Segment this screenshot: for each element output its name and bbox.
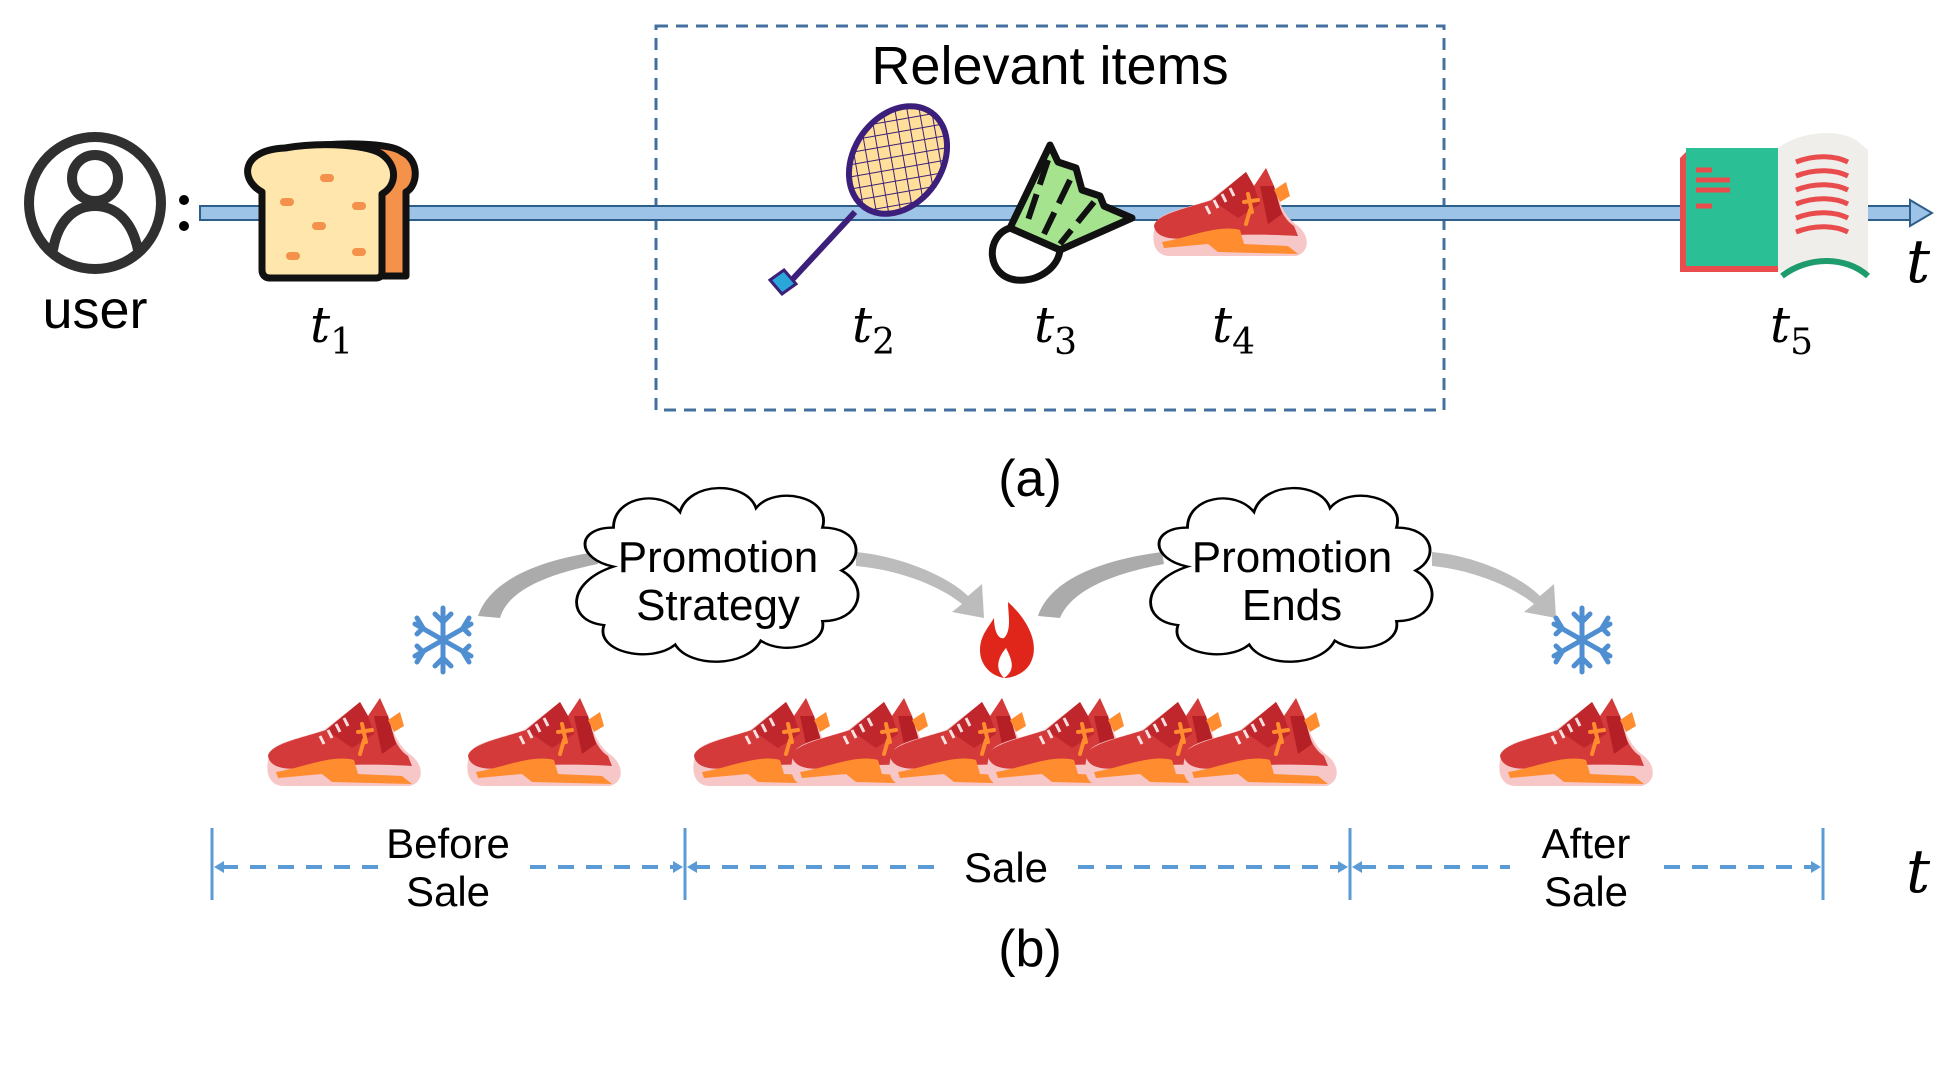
interval-axis [210, 828, 1825, 900]
arrow-cloud-right-to-cold [1432, 552, 1556, 618]
time-label-t1: t1 [310, 296, 353, 363]
cloud-right-line1: Promotion [1192, 533, 1393, 582]
shuttlecock-icon [988, 141, 1136, 284]
snowflake-icon-after [1554, 608, 1610, 672]
fire-icon [980, 602, 1034, 678]
caption-b: (b) [998, 920, 1062, 978]
colon-separator [179, 195, 189, 231]
shoes-after-sale [1497, 696, 1655, 788]
sneaker-icon [1151, 166, 1309, 258]
relevant-items-title: Relevant items [871, 36, 1228, 96]
phase-after-line1: After [1542, 820, 1631, 867]
phase-before-line1: Before [386, 820, 510, 867]
caption-a: (a) [998, 450, 1062, 508]
interval-axis-label: t [1906, 837, 1931, 907]
shoes-before-sale [265, 696, 623, 788]
panel-a: Relevant items t user [24, 24, 1934, 508]
sneaker-icon [1497, 696, 1655, 788]
cloud-left-line1: Promotion [618, 533, 819, 582]
user-icon [24, 132, 166, 274]
arrow-hot-to-cloud-right [1038, 552, 1164, 618]
panel-b: Promotion Strategy Promotion Ends [210, 486, 1931, 978]
sneaker-icon [1181, 696, 1339, 788]
racket-icon [767, 103, 951, 297]
transition-arrows [478, 552, 1556, 618]
time-label-t5: t5 [1770, 296, 1813, 363]
sneaker-icon [465, 696, 623, 788]
time-label-t2: t2 [852, 296, 895, 363]
user-label: user [42, 280, 147, 340]
arrow-cloud-left-to-hot [856, 552, 984, 618]
bread-icon [244, 140, 419, 282]
timeline-axis-label: t [1906, 227, 1931, 297]
snowflake-icon-before [415, 608, 471, 672]
book-icon [1680, 133, 1871, 279]
shoes-sale [691, 696, 1339, 788]
sneaker-icon [265, 696, 423, 788]
time-label-t4: t4 [1212, 296, 1255, 363]
time-label-t3: t3 [1034, 296, 1077, 363]
cloud-right-line2: Ends [1242, 581, 1342, 630]
phase-after-line2: Sale [1544, 868, 1628, 915]
phase-before-line2: Sale [406, 868, 490, 915]
phase-sale-label: Sale [964, 844, 1048, 891]
cloud-left-line2: Strategy [636, 581, 800, 630]
arrow-cold-to-cloud-left [478, 552, 598, 618]
